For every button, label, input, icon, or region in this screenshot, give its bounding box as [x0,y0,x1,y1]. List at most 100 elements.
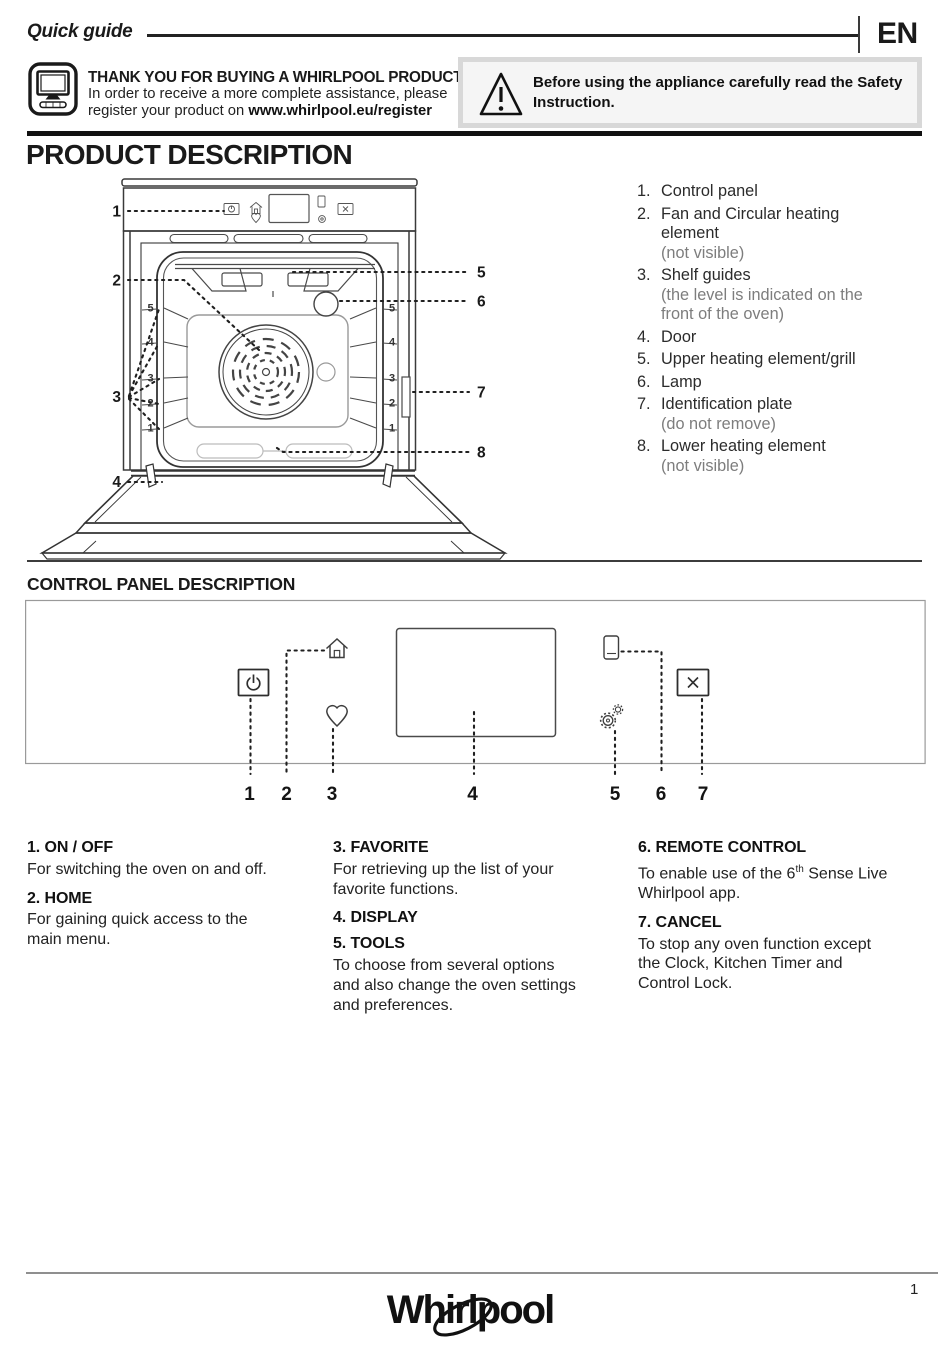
svg-text:2: 2 [147,398,153,410]
register-computer-icon [28,62,78,116]
svg-text:5: 5 [389,303,395,315]
function-item: 4. DISPLAY [333,908,633,928]
tools-gears-icon [599,704,624,729]
functions-column-1: 1. ON / OFF For switching the oven on an… [27,838,327,959]
power-button-icon [237,668,270,697]
favorite-heart-icon [326,704,348,728]
panel-leader-lines [249,649,704,776]
remote-phone-icon [603,635,620,660]
svg-text:2: 2 [281,784,292,805]
svg-text:6: 6 [477,294,486,311]
header-rule [147,34,858,37]
thermostat-circle [316,362,336,382]
function-item: 2. HOME For gaining quick access to the … [27,889,327,950]
mini-panel-icons [223,193,354,224]
product-parts-list: 1. Control panel 2. Fan and Circular hea… [637,182,929,479]
function-heading: 1. ON / OFF [27,839,114,856]
shelf-level-numbers: 5 4 3 2 1 5 4 3 2 1 [147,303,396,435]
list-item: 5. Upper heating element/grill [637,350,856,368]
back-wall [186,314,349,428]
svg-text:1: 1 [147,423,153,435]
functions-column-2: 3. FAVORITE For retrieving up the list o… [333,838,633,1024]
callout-numbers: 1 2 3 4 5 6 7 8 [112,204,486,492]
list-item: 2. Fan and Circular heating element(not … [637,204,840,262]
list-item: 7. Identification plate(do not remove) [637,395,793,433]
oven-door [39,463,508,560]
oven-cavity [156,251,384,468]
svg-text:3: 3 [327,784,338,805]
function-item: 1. ON / OFF For switching the oven on an… [27,838,327,880]
svg-text:8: 8 [477,445,486,462]
safety-warning-inner: Before using the appliance carefully rea… [463,62,917,123]
cancel-button-icon [676,668,710,697]
safety-warning-text: Before using the appliance carefully rea… [533,74,903,111]
svg-text:4: 4 [467,784,478,805]
svg-text:4: 4 [147,337,154,349]
svg-text:5: 5 [147,303,153,315]
svg-text:5: 5 [610,784,621,805]
function-body: To enable use of the 6th Sense Live Whir… [638,863,888,902]
footer-rule [26,1272,938,1274]
function-item: 6. REMOTE CONTROL To enable use of the 6… [638,838,938,904]
svg-text:4: 4 [389,337,396,349]
svg-text:3: 3 [389,373,395,385]
svg-text:2: 2 [112,273,121,290]
svg-text:1: 1 [389,423,395,435]
page-number: 1 [910,1281,919,1298]
identification-plate [401,376,411,418]
logo-swoosh [433,1297,493,1337]
function-heading: 3. FAVORITE [333,839,429,856]
fan-icon [218,324,314,420]
door-hinge-right [382,463,394,488]
svg-text:6: 6 [656,784,667,805]
svg-text:Whirlpool: Whirlpool [387,1288,553,1332]
shelf-guides [141,307,398,431]
doc-type-title: Quick guide [27,21,133,42]
list-item: 3. Shelf guides(the level is indicated o… [637,266,863,323]
svg-text:5: 5 [477,265,486,282]
control-panel-title: CONTROL PANEL DESCRIPTION [27,574,296,594]
oven-body [121,178,418,471]
function-body: For switching the oven on and off. [27,860,267,878]
function-body: To choose from several options and also … [333,956,576,1014]
function-heading: 7. CANCEL [638,913,722,931]
oven-diagram: 5 4 3 2 1 5 4 3 2 1 1 2 3 4 5 6 7 8 [39,178,508,560]
product-description-title: PRODUCT DESCRIPTION [26,139,353,170]
control-panel-diagram: 1 2 3 4 5 6 7 [25,599,926,805]
function-item: 3. FAVORITE For retrieving up the list o… [333,838,633,899]
svg-text:2: 2 [389,398,395,410]
register-text: In order to receive a more complete assi… [88,86,447,119]
svg-text:3: 3 [147,373,153,385]
door-hinge-left [145,463,157,488]
oven-vents [169,233,368,244]
register-line1: In order to receive a more complete assi… [88,86,448,102]
safety-warning-box: Before using the appliance carefully rea… [458,57,922,128]
header-divider [858,16,860,53]
grill-element [175,263,375,297]
display-screen [395,627,557,738]
function-item: 5. TOOLS To choose from several options … [333,934,633,1015]
whirlpool-logo: Whirlpool [387,1288,555,1337]
svg-text:4: 4 [112,474,121,491]
register-url: www.whirlpool.eu/register [248,102,433,119]
section-rule [27,131,922,136]
list-item: 4. Door [637,327,697,346]
lower-element-outline [196,443,353,459]
warning-triangle-icon [479,72,523,116]
register-line2: register your product on [88,102,249,119]
language-code: EN [877,17,918,50]
function-heading: 4. DISPLAY [333,909,418,927]
function-heading: 6. REMOTE CONTROL [638,839,807,856]
list-item: 1. Control panel [637,182,758,200]
function-body: For retrieving up the list of your favor… [333,860,554,898]
register-title: THANK YOU FOR BUYING A WHIRLPOOL PRODUCT [88,69,463,86]
svg-text:1: 1 [244,784,255,805]
callout-lines [126,209,471,484]
section-divider [27,560,922,562]
svg-text:1: 1 [112,204,121,221]
function-item: 7. CANCEL To stop any oven function exce… [638,913,938,994]
svg-text:7: 7 [477,385,486,402]
function-body: To stop any oven function except the Clo… [638,935,872,993]
svg-text:3: 3 [112,389,121,406]
